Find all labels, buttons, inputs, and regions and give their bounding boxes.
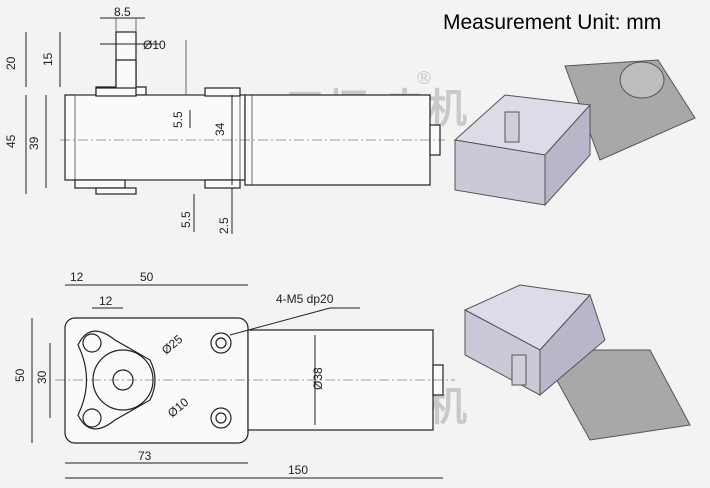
leader-line <box>229 307 331 336</box>
dim-height-45: 45 <box>4 134 18 148</box>
dim-height-50: 50 <box>13 368 27 382</box>
mount-hole-br-inner <box>215 412 227 424</box>
dim-offset-55b: 5.5 <box>179 211 193 228</box>
dim-offset-25: 2.5 <box>217 217 231 234</box>
dim-height-20: 20 <box>4 56 18 70</box>
hole-callout: 4-M5 dp20 <box>276 292 334 306</box>
dim-offset-55a: 5.5 <box>171 111 185 128</box>
gearbox-side-face-b <box>539 294 606 397</box>
dim-height-34: 34 <box>213 122 227 136</box>
dim-shaft-width: 8.5 <box>114 5 131 19</box>
top-flange-right <box>204 87 241 97</box>
bottom-foot <box>95 187 137 195</box>
dim-length-150: 150 <box>288 463 308 477</box>
render-top <box>453 59 696 207</box>
dim-height-15: 15 <box>41 52 55 66</box>
top-view: 8.5 Ø10 20 15 45 39 5.5 34 5.5 2.5 <box>4 5 445 234</box>
bottom-flange-right <box>204 179 241 189</box>
top-flange-left <box>95 87 137 97</box>
dim-width-12b: 12 <box>99 294 113 308</box>
dim-shaft-dia: Ø10 <box>143 38 166 52</box>
gearbox-side-face <box>544 103 591 207</box>
flange-hole-tl <box>82 333 102 353</box>
gearbox-body <box>64 94 246 181</box>
motor-end-top <box>619 61 665 99</box>
dim-length-73: 73 <box>138 449 152 463</box>
render-bottom <box>463 284 691 441</box>
bottom-flange-left <box>74 179 126 189</box>
watermark-top-mark: ® <box>415 68 433 89</box>
mount-hole-tr-inner <box>215 337 227 349</box>
dim-dia-38: Ø38 <box>311 367 325 390</box>
flange-hole-bl <box>82 408 102 428</box>
shaft-3d-bottom <box>511 354 527 386</box>
bottom-view: 12 50 12 4-M5 dp20 Ø25 50 30 Ø38 Ø10 73 … <box>13 270 455 479</box>
gearbox-inner-line <box>74 94 241 181</box>
dim-width-50: 50 <box>140 270 154 284</box>
motor-cylinder-bottom <box>539 349 691 441</box>
dim-height-30: 30 <box>35 370 49 384</box>
dim-height-39: 39 <box>27 136 41 150</box>
dim-width-12a: 12 <box>70 270 84 284</box>
shaft-3d-top <box>504 111 520 143</box>
unit-label: Measurement Unit: mm <box>443 11 661 34</box>
